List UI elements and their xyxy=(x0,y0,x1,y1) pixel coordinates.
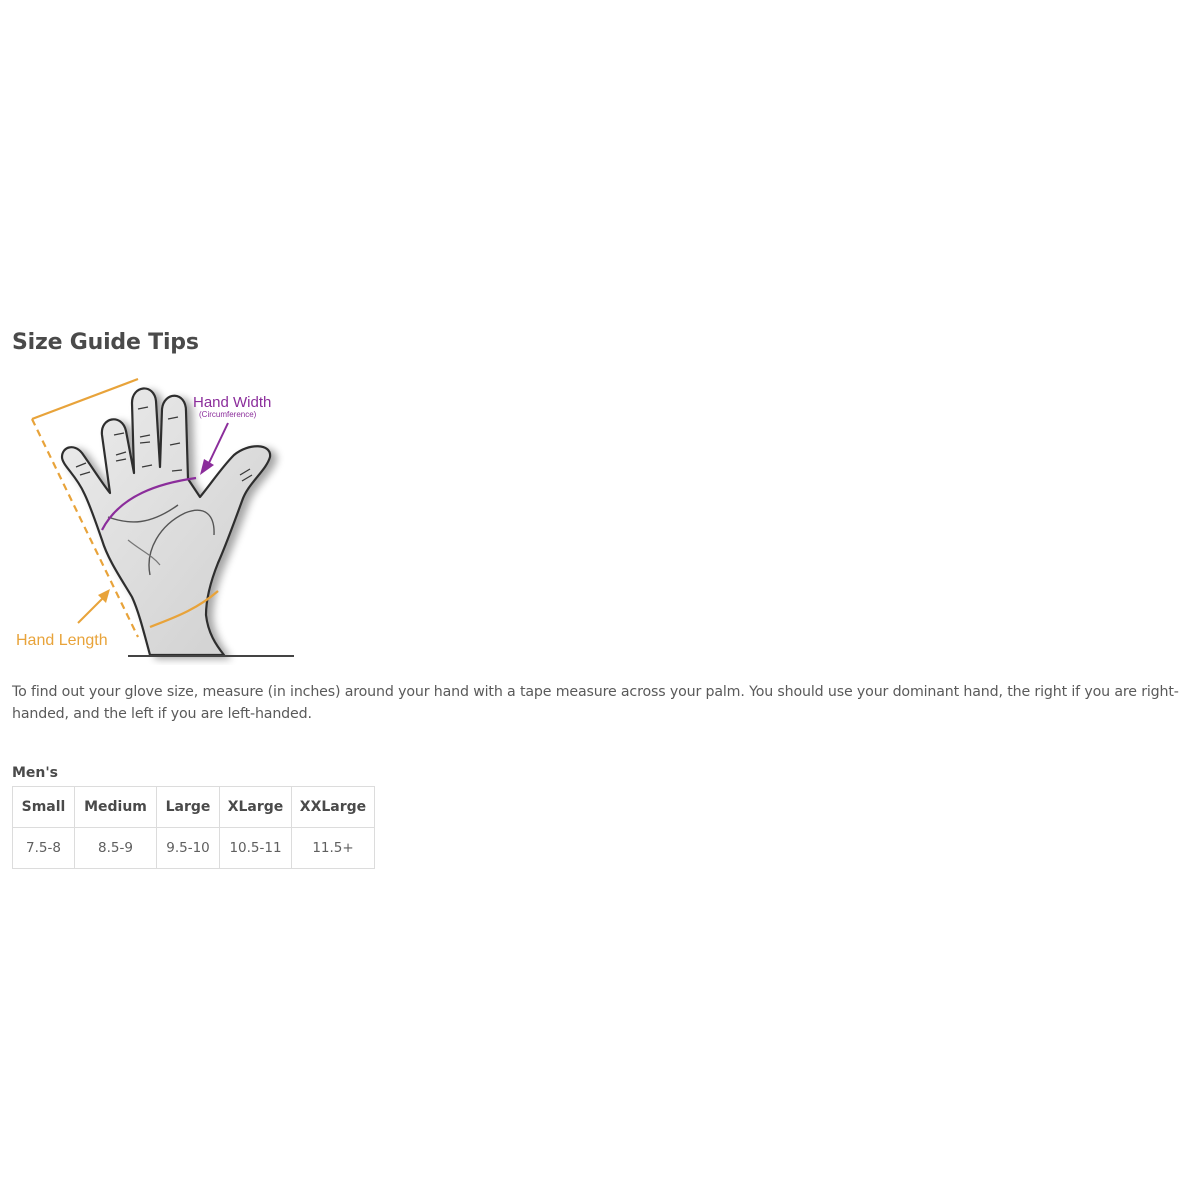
value-large: 9.5-10 xyxy=(156,827,220,869)
table-row: 7.5-8 8.5-9 9.5-10 10.5-11 11.5+ xyxy=(12,827,375,869)
hand-width-sublabel: (Circumference) xyxy=(199,410,257,419)
page-title: Size Guide Tips xyxy=(12,330,199,355)
hand-length-label: Hand Length xyxy=(16,632,108,649)
size-guide-description: To find out your glove size, measure (in… xyxy=(12,684,1179,722)
hand-measurement-illustration: Hand Width (Circumference) Hand Length xyxy=(10,375,300,665)
value-xxlarge: 11.5+ xyxy=(291,827,375,869)
hand-diagram-icon: Hand Width (Circumference) Hand Length xyxy=(16,377,294,657)
value-medium: 8.5-9 xyxy=(74,827,157,869)
header-xxlarge: XXLarge xyxy=(291,786,375,828)
header-xlarge: XLarge xyxy=(219,786,292,828)
value-xlarge: 10.5-11 xyxy=(219,827,292,869)
mens-section-label: Men's xyxy=(12,765,59,781)
hand-width-label: Hand Width xyxy=(193,394,271,411)
header-medium: Medium xyxy=(74,786,157,828)
mens-size-table: Small Medium Large XLarge XXLarge 7.5-8 … xyxy=(12,786,375,869)
table-header-row: Small Medium Large XLarge XXLarge xyxy=(12,786,375,828)
header-small: Small xyxy=(12,786,75,828)
value-small: 7.5-8 xyxy=(12,827,75,869)
header-large: Large xyxy=(156,786,220,828)
